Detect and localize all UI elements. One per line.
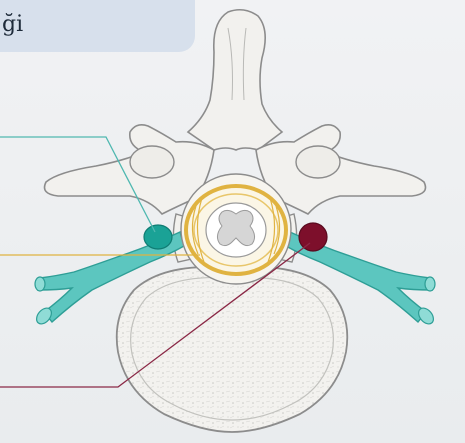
right-ganglion-lesion [299, 223, 327, 251]
left-articular-process [130, 146, 174, 178]
left-dorsal-root-ganglion [144, 225, 172, 249]
vertebral-body [117, 267, 348, 432]
spinous-process [188, 10, 282, 150]
right-articular-process [296, 146, 340, 178]
